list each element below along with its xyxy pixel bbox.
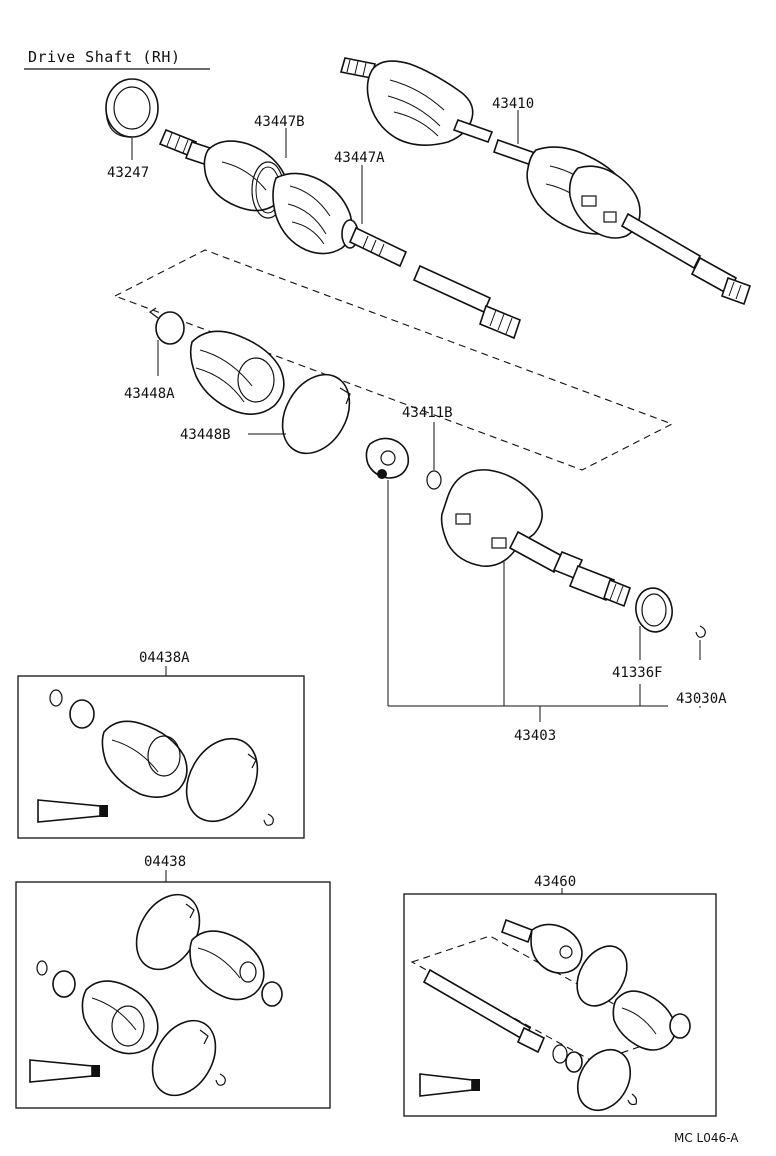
bracket-43403: [387, 480, 701, 722]
boot-clamp-icon-large: [281, 373, 351, 455]
callout-04438a: 04438A: [139, 650, 190, 666]
axle-shaft-icon-kit: [422, 968, 532, 1042]
boot-clamp-icon-k2: [576, 1049, 632, 1111]
kit-04438a-parts: [37, 689, 274, 826]
inboard-joint-housing-icon: [440, 469, 631, 608]
cv-boot-icon-a: [101, 720, 188, 798]
boot-clamp-icon-b2: [151, 1019, 217, 1097]
callout-43448b: 43448B: [180, 427, 231, 443]
callout-43447b: 43447B: [254, 114, 305, 130]
callout-43411b: 43411B: [402, 405, 453, 421]
oil-seal-icon-inner: [635, 587, 673, 633]
cv-joint-icon: [365, 437, 410, 479]
callout-43410: 43410: [492, 96, 534, 112]
axle-shaft-assembly-icon: [339, 57, 752, 306]
boot-clamp-icon-a: [185, 737, 259, 823]
clip-icon: [695, 625, 706, 638]
cv-joint-icon-kit: [530, 923, 583, 974]
kit-04438-parts: [29, 893, 283, 1097]
callout-43247: 43247: [107, 165, 149, 181]
callout-43447a: 43447A: [334, 150, 385, 166]
callout-43403: 43403: [514, 728, 556, 744]
callout-04438: 04438: [144, 854, 186, 870]
callout-43448a: 43448A: [124, 386, 175, 402]
page-code: MC L046-A: [674, 1131, 739, 1145]
kit-box-43460: [403, 893, 717, 1117]
boot-clamp-icon-k1: [576, 945, 628, 1007]
grease-tube-icon-k: [419, 1073, 473, 1097]
callout-41336f: 41336F: [612, 665, 663, 681]
cv-boot-icon-b1: [189, 930, 265, 1001]
snap-ring-icon: [426, 470, 442, 490]
diagram-title: Drive Shaft (RH): [28, 48, 181, 66]
kit-43460-parts: [410, 918, 691, 1111]
boot-clamp-icon: [148, 307, 185, 345]
oil-seal-icon: [105, 78, 159, 138]
kit-dashed-outline: [113, 249, 674, 471]
cv-joint-shaft-icon: [158, 128, 521, 340]
callout-43030a: 43030A: [676, 691, 727, 707]
kit-box-04438a: [17, 675, 305, 839]
cv-boot-icon-b2: [81, 980, 159, 1055]
kit-box-04438: [15, 881, 331, 1109]
callout-43460: 43460: [534, 874, 576, 890]
grease-tube-icon-b: [29, 1059, 93, 1083]
cv-boot-icon: [189, 330, 285, 415]
grease-tube-icon-a: [37, 799, 101, 823]
